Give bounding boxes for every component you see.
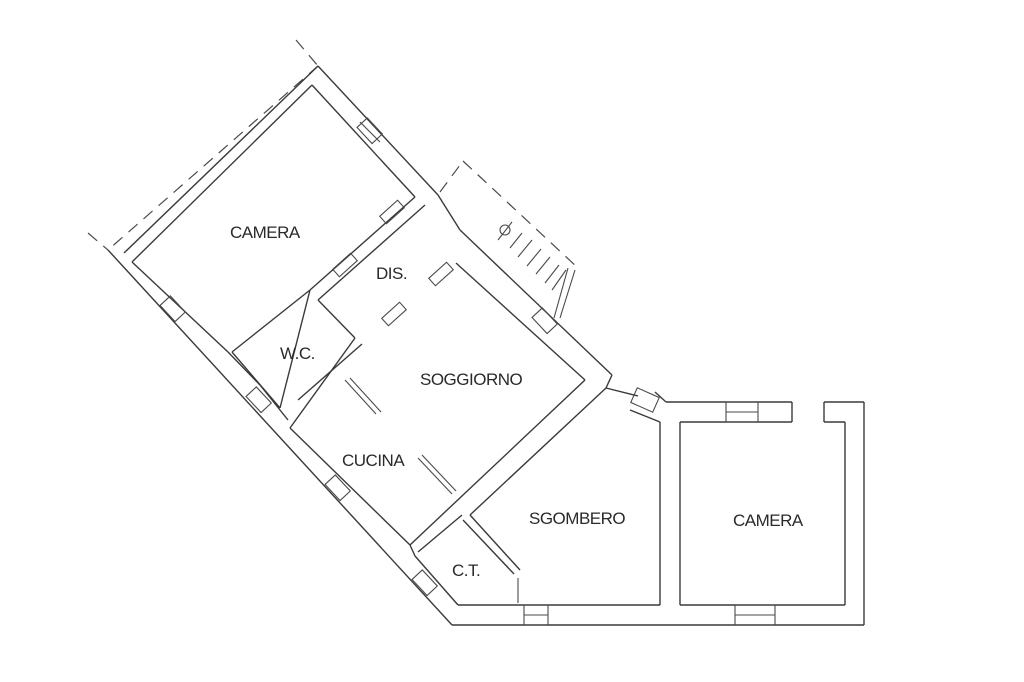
exterior-walls: [107, 65, 864, 626]
windows: [159, 117, 776, 626]
room-label-ct: C.T.: [452, 561, 480, 580]
room-label-sgombero: SGOMBERO: [529, 509, 625, 528]
room-label-wc: W.C.: [280, 344, 315, 363]
room-label-camera-2: CAMERA: [733, 511, 804, 530]
internal-walls: [231, 196, 521, 603]
right-wing-walls: [605, 387, 865, 625]
stairs: [497, 221, 576, 319]
room-label-dis: DIS.: [376, 264, 407, 283]
room-labels: CAMERA DIS. W.C. SOGGIORNO CUCINA SGOMBE…: [230, 223, 804, 580]
room-label-cucina: CUCINA: [342, 451, 405, 470]
room-label-camera-1: CAMERA: [230, 223, 301, 242]
dashed-boundary: [87, 39, 579, 269]
room-label-soggiorno: SOGGIORNO: [420, 370, 523, 389]
